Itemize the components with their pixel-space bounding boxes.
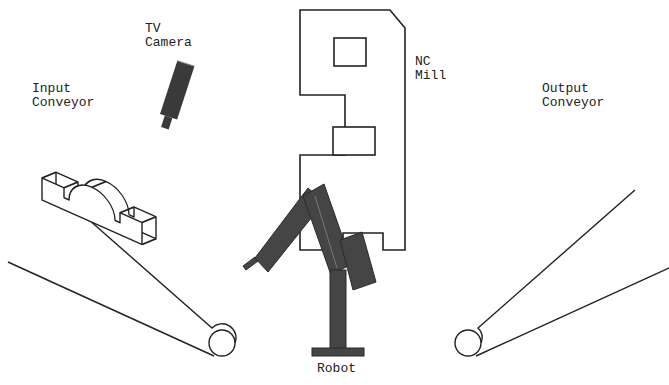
robot: [243, 184, 376, 356]
output-conveyor: [455, 190, 669, 356]
tv-camera: [156, 61, 194, 131]
camera-label: TV Camera: [145, 22, 192, 50]
workpiece: [42, 153, 156, 251]
conveyor-label: Output Conveyor: [542, 82, 604, 110]
conveyor-label: Input Conveyor: [32, 82, 94, 110]
machine-label: NC Mill: [415, 55, 446, 83]
robot-label: Robot: [317, 362, 356, 376]
